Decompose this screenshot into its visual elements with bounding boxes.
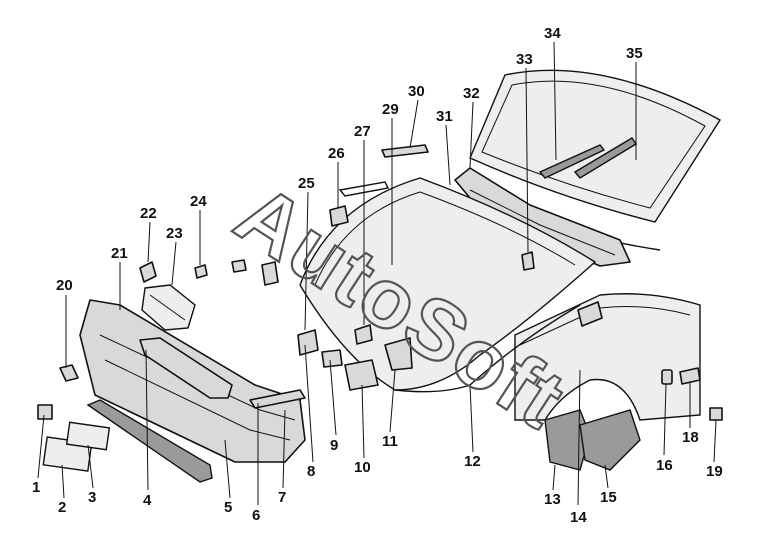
front-fender <box>514 293 701 421</box>
callout-34: 34 <box>544 25 561 42</box>
lower-spoiler <box>86 399 213 483</box>
callout-22: 22 <box>140 205 157 222</box>
callout-10: 10 <box>354 459 371 476</box>
latch-bracket <box>321 349 343 368</box>
callout-16: 16 <box>656 457 673 474</box>
grille <box>139 337 233 399</box>
bumper-mount-right <box>249 389 306 409</box>
callout-20: 20 <box>56 277 73 294</box>
hood-strip <box>381 144 429 158</box>
callout-19: 19 <box>706 463 723 480</box>
fender-bracket <box>577 301 603 327</box>
hood-release-cable <box>394 304 581 393</box>
fender-clip <box>709 407 723 421</box>
callout-27: 27 <box>354 123 371 140</box>
callout-labels: 1 2 3 4 5 6 7 8 9 10 11 12 13 14 15 16 1… <box>32 25 723 526</box>
headlamp <box>141 284 196 331</box>
callout-3: 3 <box>88 489 96 506</box>
callout-25: 25 <box>298 175 315 192</box>
headlamp-bracket <box>139 261 157 283</box>
hood-support <box>354 324 373 345</box>
callout-1: 1 <box>32 479 40 496</box>
release-handle <box>384 337 413 371</box>
callout-8: 8 <box>307 463 315 480</box>
callout-13: 13 <box>544 491 561 508</box>
adjuster-clip-2 <box>231 259 247 273</box>
callout-14: 14 <box>570 509 587 526</box>
bumper-bracket-left <box>37 404 53 420</box>
callout-29: 29 <box>382 101 399 118</box>
callout-24: 24 <box>190 193 207 210</box>
washer-nozzle <box>521 251 535 271</box>
callout-11: 11 <box>382 433 398 450</box>
callout-30: 30 <box>408 83 425 100</box>
callout-15: 15 <box>600 489 617 506</box>
callout-6: 6 <box>252 507 260 524</box>
windshield <box>444 69 721 251</box>
wheel-arch-liner-rear <box>579 409 641 471</box>
callout-26: 26 <box>328 145 345 162</box>
side-marker-bracket <box>679 367 701 385</box>
plate-holder <box>65 421 111 451</box>
callout-5: 5 <box>224 499 232 516</box>
callout-12: 12 <box>464 453 481 470</box>
callout-9: 9 <box>330 437 338 454</box>
callout-35: 35 <box>626 45 643 62</box>
hood-bracket <box>329 205 349 227</box>
callout-18: 18 <box>682 429 699 446</box>
callout-32: 32 <box>463 85 480 102</box>
adjuster-clip-3 <box>261 261 279 286</box>
hood <box>299 177 597 391</box>
callout-23: 23 <box>166 225 183 242</box>
callout-21: 21 <box>111 245 128 262</box>
adjuster-clip-1 <box>194 264 208 279</box>
hood-latch <box>344 359 379 391</box>
leader-lines <box>37 41 717 506</box>
fog-lamp-bracket <box>59 364 79 382</box>
callout-31: 31 <box>436 108 453 125</box>
callout-33: 33 <box>516 51 533 68</box>
callout-2: 2 <box>58 499 66 516</box>
hood-hinge-left <box>297 329 319 356</box>
side-marker-lamp <box>661 369 673 385</box>
callout-4: 4 <box>143 492 152 509</box>
callout-7: 7 <box>278 489 286 506</box>
